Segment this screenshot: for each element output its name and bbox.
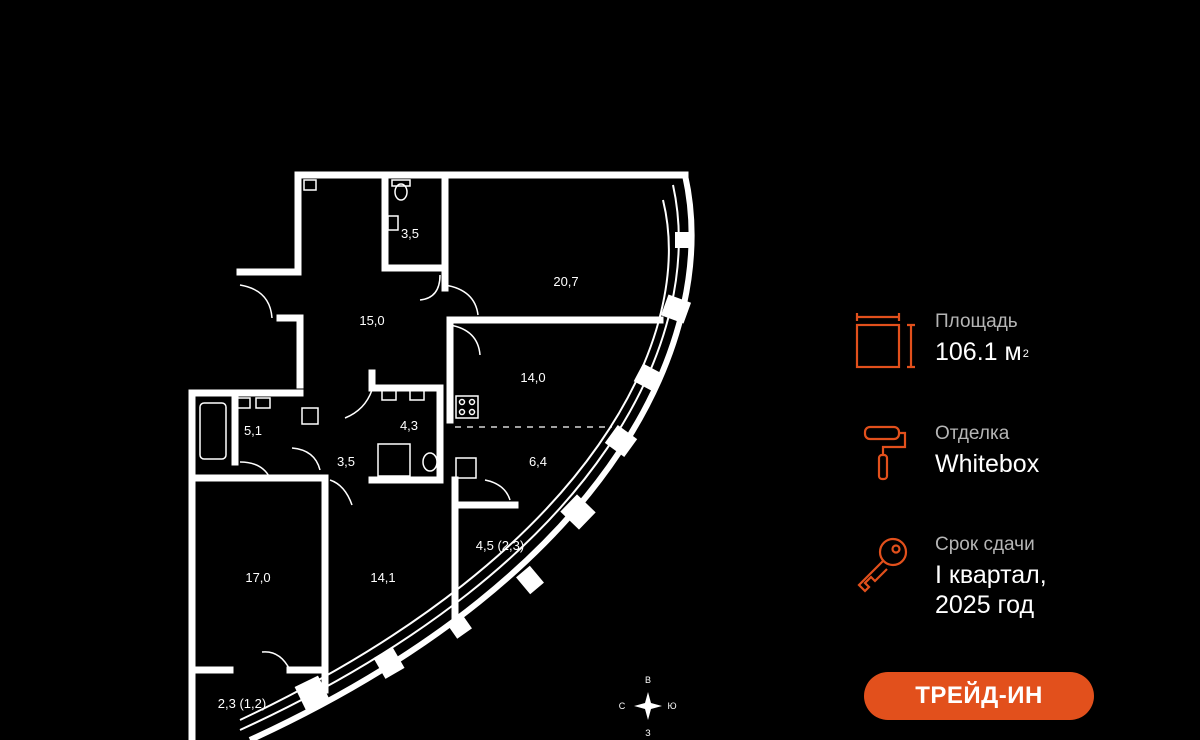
floor-plan: 3,5 20,7 15,0 14,0 5,1 4,3 3,5 6,4 4,5 (…: [188, 171, 695, 740]
trade-in-button[interactable]: ТРЕЙД-ИН: [864, 672, 1094, 720]
plan-columns: [294, 232, 693, 711]
area-label: Площадь: [935, 311, 1018, 332]
area-unit-sup: 2: [1022, 348, 1029, 360]
deadline-value: I квартал, 2025 год: [935, 560, 1047, 620]
deadline-label: Срок сдачи: [935, 534, 1035, 555]
room-area-corridor: 3,5: [337, 454, 355, 469]
paint-roller-icon: [863, 425, 907, 481]
room-area-bedroom-center: 14,1: [370, 570, 395, 585]
bathtub-icon: [199, 402, 227, 460]
finish-value: Whitebox: [935, 450, 1040, 478]
room-area-loggia-left: 2,3 (1,2): [218, 696, 266, 711]
info-area: Площадь 106.1 м2: [855, 311, 1185, 371]
deadline-value-line1: I квартал,: [935, 561, 1047, 589]
stove-icon: [455, 395, 479, 419]
plan-doors: [239, 274, 511, 671]
compass: В З С Ю: [619, 675, 677, 738]
room-area-bath-center: 4,3: [400, 418, 418, 433]
info-finish: Отделка Whitebox: [855, 423, 1185, 483]
room-area-bedroom-left: 17,0: [245, 570, 270, 585]
room-area-bath-top: 3,5: [401, 226, 419, 241]
room-area-living: 6,4: [529, 454, 547, 469]
room-area-kitchen: 14,0: [520, 370, 545, 385]
finish-label: Отделка: [935, 423, 1010, 444]
plan-walls: [188, 171, 689, 740]
room-area-bath-left: 5,1: [244, 423, 262, 438]
area-value-text: 106.1 м: [935, 338, 1022, 366]
room-area-loggia-right: 4,5 (2,3): [476, 538, 524, 553]
compass-east: Ю: [667, 701, 676, 711]
deadline-value-line2: 2025 год: [935, 591, 1035, 619]
compass-north: В: [645, 675, 651, 685]
area-icon: [855, 313, 915, 369]
compass-west: С: [619, 701, 626, 711]
plan-fixtures: [199, 179, 479, 479]
info-deadline: Срок сдачи I квартал, 2025 год: [855, 534, 1185, 624]
room-area-hall: 15,0: [359, 313, 384, 328]
compass-south: З: [645, 728, 650, 738]
key-icon: [857, 537, 908, 593]
room-area-top-right: 20,7: [553, 274, 578, 289]
area-value: 106.1 м2: [935, 337, 1029, 367]
room-labels: 3,5 20,7 15,0 14,0 5,1 4,3 3,5 6,4 4,5 (…: [218, 226, 579, 711]
